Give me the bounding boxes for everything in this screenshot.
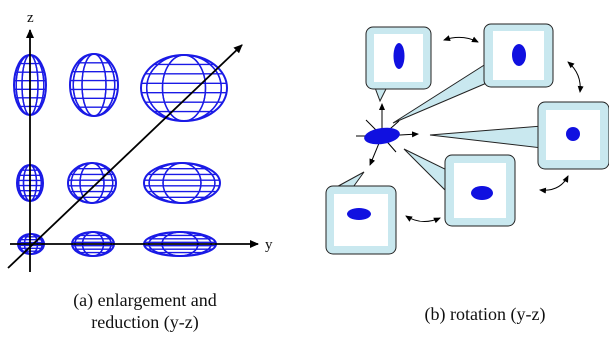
callout-top-left (365, 26, 432, 90)
callout-top-right (483, 23, 554, 88)
ellipse-circle (566, 127, 580, 141)
center-ellipse (364, 127, 400, 145)
ellipse-wide-oval (471, 186, 493, 200)
panel-a: z y (7, 10, 273, 272)
wireframe-ellipsoid (69, 53, 119, 117)
wireframe-ellipsoid (143, 162, 221, 204)
x-axis-diagonal (7, 44, 243, 269)
callout-bottom-right (444, 154, 516, 227)
caption-a-line2: reduction (y-z) (91, 312, 199, 332)
ellipse-tall-oval (512, 44, 526, 66)
callout-boxes (325, 23, 609, 255)
rotation-arrows (405, 35, 584, 224)
z-axis-label: z (27, 10, 34, 26)
mesh-ellipsoid-grid (13, 53, 228, 257)
y-axis-label: y (265, 237, 273, 253)
callout-right (537, 101, 609, 170)
ellipse-horizontal (347, 208, 371, 220)
wireframe-ellipsoid (67, 162, 117, 204)
callout-bottom-left (325, 185, 397, 255)
center-ellipse-with-spokes (356, 103, 419, 166)
ellipse-vertical (393, 43, 405, 69)
tail-right (429, 125, 543, 149)
caption-b: (b) rotation (y-z) (424, 304, 546, 324)
caption-a-line1: (a) enlargement and (73, 290, 217, 310)
tail-bottom-right (403, 148, 452, 198)
arrow-bottomright-bottomleft (405, 215, 441, 224)
arrow-right-bottomright (539, 175, 569, 194)
wireframe-ellipsoid (140, 54, 228, 122)
panel-b (325, 23, 609, 255)
arrow-topleft-topright (443, 35, 479, 43)
arrow-topright-right (567, 61, 584, 93)
